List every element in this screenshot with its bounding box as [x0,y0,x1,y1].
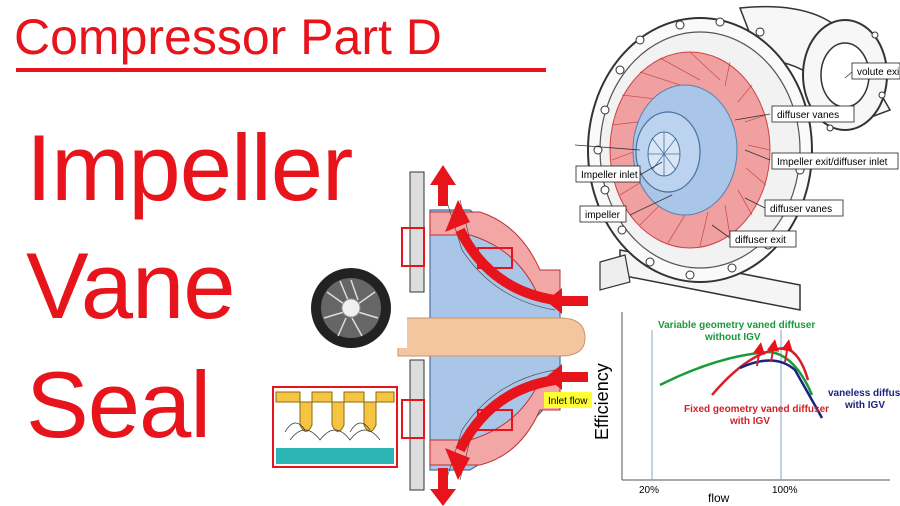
label-inlet-flow: Inlet flow [548,396,588,407]
series-vaneless [739,359,824,419]
volute-illustration: volute exi diffuser vanes Impeller exit/… [574,5,900,311]
labyrinth-seal-detail [272,386,398,468]
title-underline [16,68,546,72]
annot-variable-1: Variable geometry vaned diffuser [658,320,815,331]
annot-fixed-1: Fixed geometry vaned diffuser [684,404,829,415]
x-axis-label: flow [708,491,730,505]
label-diffuser-vanes-top: diffuser vanes [777,110,839,121]
efficiency-chart: 20% 100% flow Efficiency Variable geomet… [592,312,900,505]
x-tick-100: 100% [772,485,798,496]
annot-vaneless-1: vaneless diffuser [828,388,900,399]
x-tick-20: 20% [639,485,659,496]
page-title: Compressor Part D [14,9,442,65]
label-diffuser-vanes-bottom: diffuser vanes [770,204,832,215]
label-volute-exit: volute exi [857,67,899,78]
word-vane: Vane [26,233,236,338]
word-impeller: Impeller [26,115,353,220]
compressor-section: Inlet flow [397,165,592,506]
word-seal: Seal [26,352,211,457]
series-variable-geometry [659,350,814,396]
impeller-photo [295,268,407,348]
series-fixed-geometry [711,346,810,396]
y-axis-label: Efficiency [592,363,612,440]
label-impeller: impeller [585,210,621,221]
annot-variable-2: without IGV [704,332,761,343]
label-impeller-exit: Impeller exit/diffuser inlet [777,157,888,168]
annot-vaneless-2: with IGV [844,400,885,411]
label-impeller-inlet: Impeller inlet [581,170,638,181]
annot-fixed-2: with IGV [729,416,770,427]
label-diffuser-exit: diffuser exit [735,235,786,246]
